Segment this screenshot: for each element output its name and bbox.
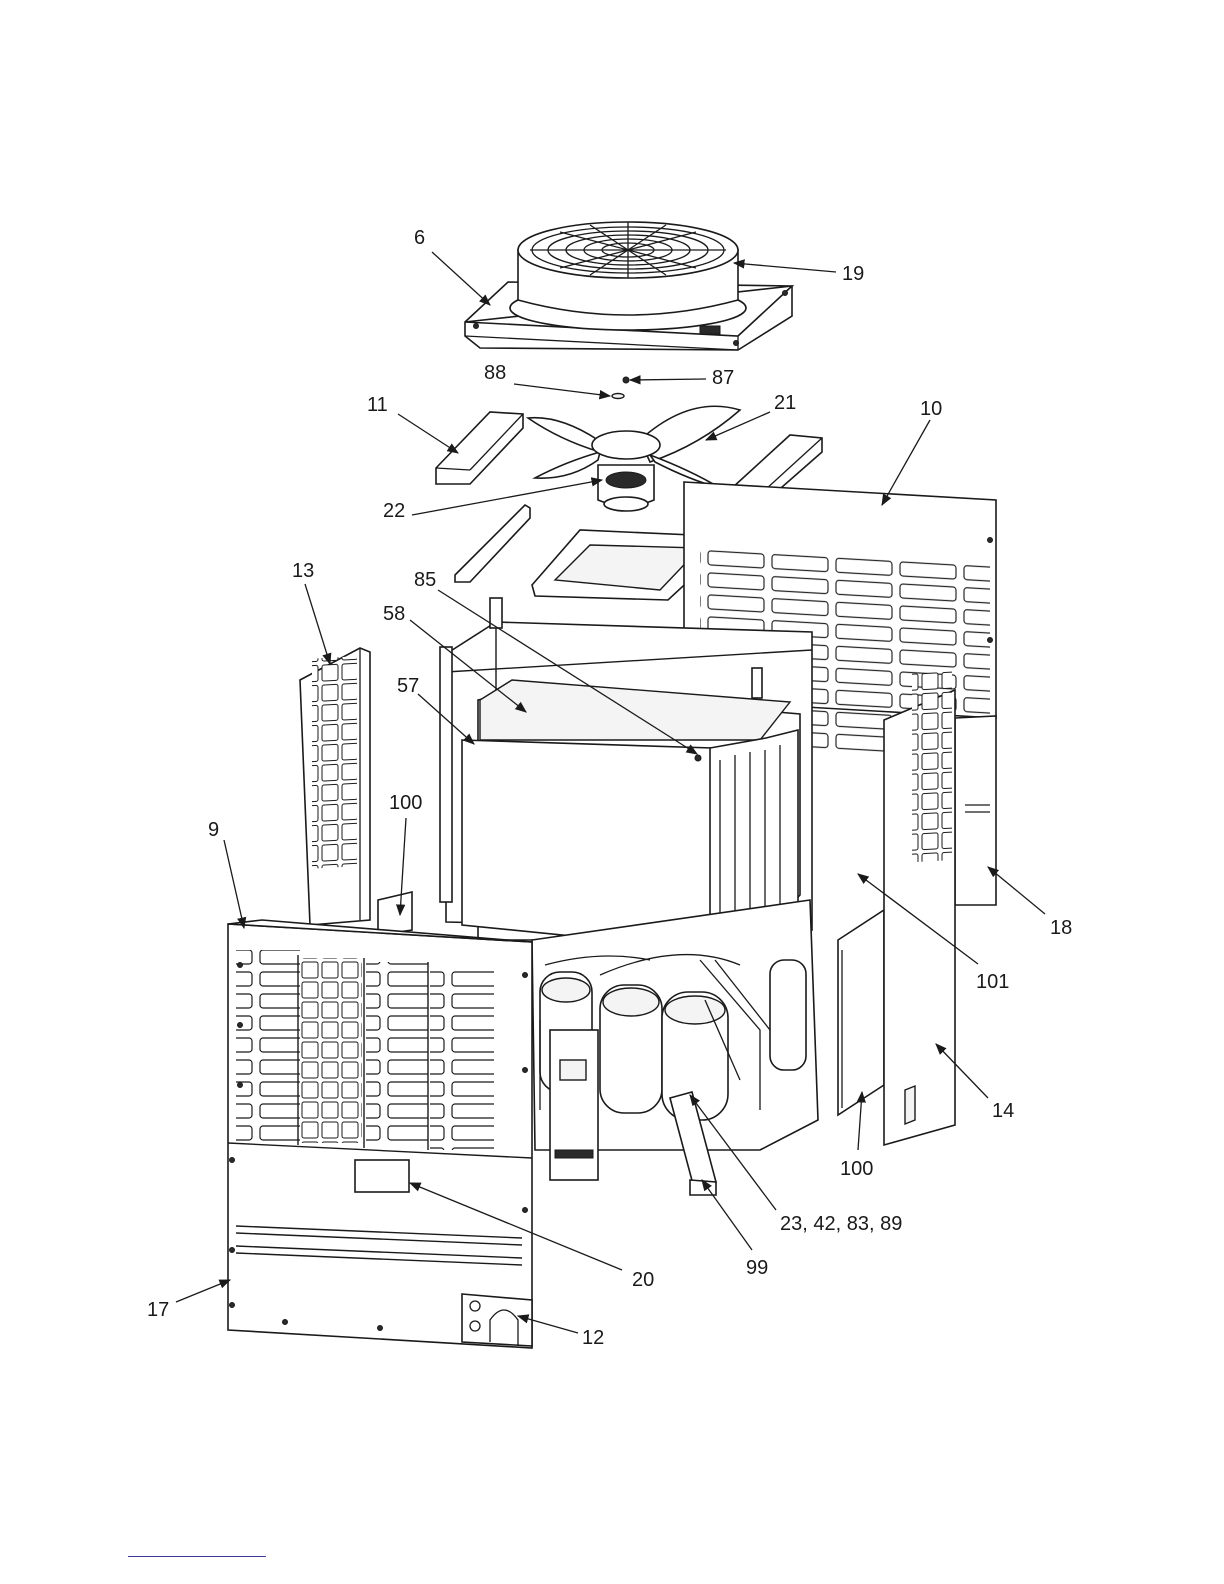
callout-6: 6: [414, 227, 425, 249]
callout-88: 88: [484, 362, 506, 384]
callout-22: 22: [383, 500, 405, 522]
front-panel: [228, 920, 532, 1348]
callout-9: 9: [208, 819, 219, 841]
callout-13: 13: [292, 560, 314, 582]
callout-19: 19: [842, 263, 864, 285]
callout-17: 17: [147, 1299, 169, 1321]
callout-58: 58: [383, 603, 405, 625]
callout-18: 18: [1050, 917, 1072, 939]
callout-12: 12: [582, 1327, 604, 1349]
footnote-rule: [128, 1556, 266, 1557]
callout-57: 57: [397, 675, 419, 697]
callout-101: 101: [976, 971, 1009, 993]
callout-100-right: 100: [840, 1158, 873, 1180]
callout-100-left: 100: [389, 792, 422, 814]
callout-14: 14: [992, 1100, 1014, 1122]
callout-10: 10: [920, 398, 942, 420]
callout-23-42-83-89: 23, 42, 83, 89: [780, 1213, 902, 1235]
top-panel-assembly: [465, 222, 792, 350]
callout-87: 87: [712, 367, 734, 389]
coil-frame: [440, 598, 812, 952]
callout-20: 20: [632, 1269, 654, 1291]
right-side-panel: [884, 670, 955, 1145]
right-rear-panel: [955, 716, 996, 905]
left-side-panel: [300, 648, 370, 925]
callout-21: 21: [774, 392, 796, 414]
internal-components: [532, 900, 818, 1195]
callout-85: 85: [414, 569, 436, 591]
callout-99: 99: [746, 1257, 768, 1279]
callout-11: 11: [367, 394, 388, 416]
